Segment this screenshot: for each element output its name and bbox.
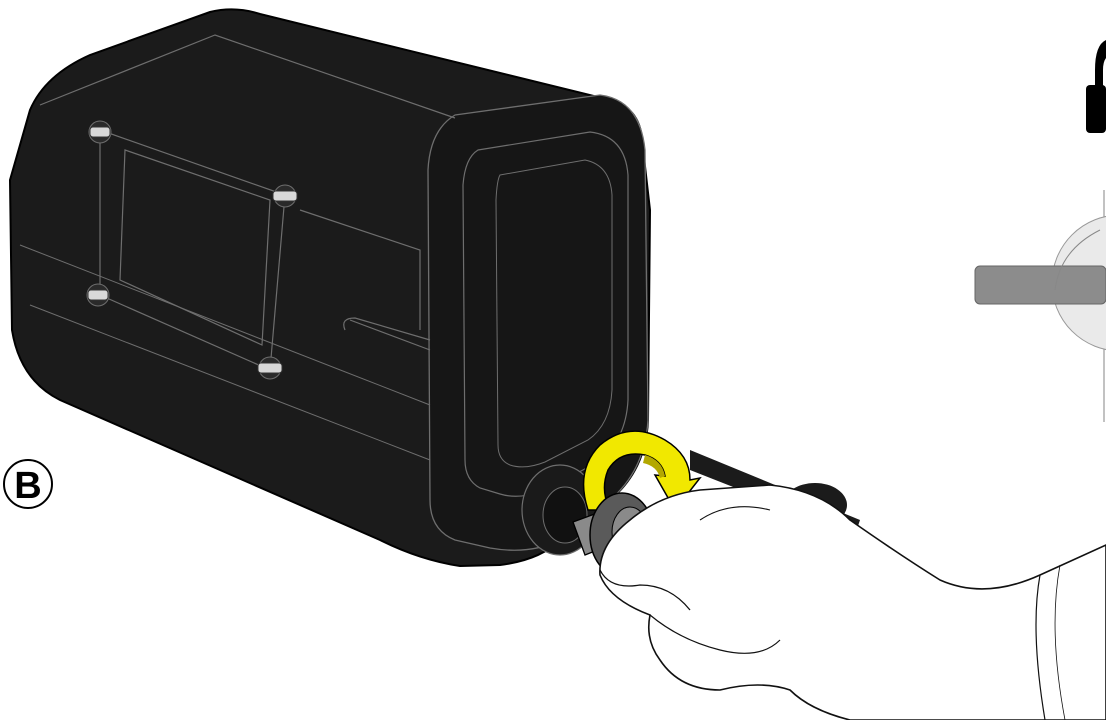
housing-screw — [87, 284, 109, 306]
housing-screw — [273, 185, 297, 207]
unlock-padlock-icon — [1086, 40, 1106, 133]
detail-inset — [975, 190, 1106, 422]
housing-screw — [258, 357, 282, 379]
housing-screw — [89, 121, 111, 143]
enclosure-housing — [10, 9, 650, 566]
step-label-text: B — [14, 465, 41, 507]
step-label: B — [4, 460, 52, 508]
